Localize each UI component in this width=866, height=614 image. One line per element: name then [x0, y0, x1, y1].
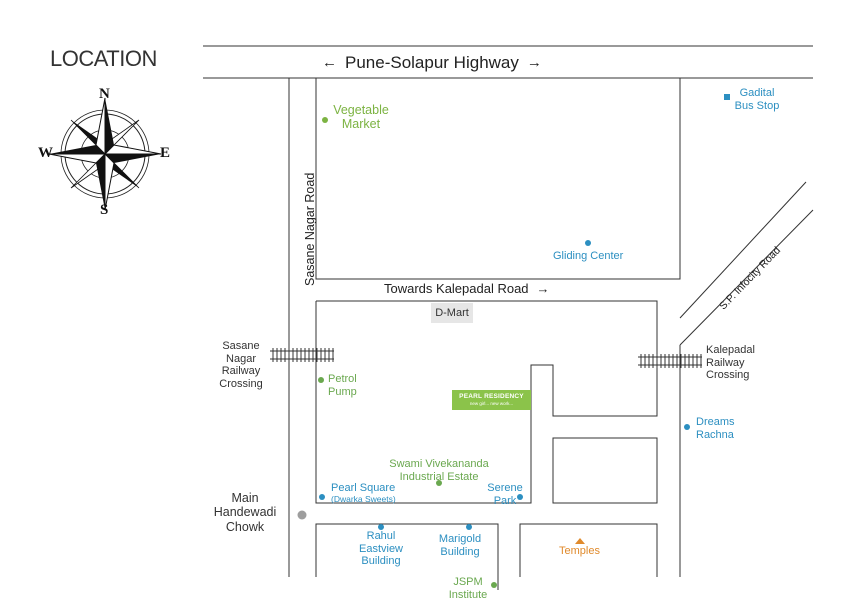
compass-w: W — [38, 145, 53, 161]
rahul-label: Rahul Eastview Building — [358, 530, 404, 568]
arrow-left-icon: ← — [322, 54, 337, 72]
sasane-road-label: Sasane Nagar Road — [303, 172, 317, 286]
dmart-label: D-Mart — [431, 303, 473, 323]
marigold-label: Marigold Building — [438, 533, 482, 558]
railway-track-icon — [638, 354, 702, 368]
handewadi-label: Main Handewadi Chowk — [213, 491, 277, 534]
swami-label: Swami Vivekananda Industrial Estate — [389, 458, 489, 483]
compass-n: N — [99, 86, 110, 102]
compass-e: E — [160, 145, 171, 161]
kalepadal-road-name: Towards Kalepadal Road — [384, 281, 529, 296]
dreams-label: Dreams Rachna — [696, 416, 735, 441]
serene-label: Serene Park — [487, 482, 523, 507]
highway-name: Pune-Solapur Highway — [345, 53, 519, 72]
sasane-crossing-label: Sasane Nagar Railway Crossing — [219, 340, 263, 390]
gadital-label: Gadital Bus Stop — [734, 87, 780, 112]
arrow-right-icon: → — [526, 54, 542, 72]
highway-label: ← Pune-Solapur Highway → — [322, 53, 542, 73]
railway-track-icon — [270, 348, 334, 362]
compass-rose-icon — [48, 97, 162, 211]
kalepadal-road-label: Towards Kalepadal Road → — [384, 281, 550, 297]
compass-s: S — [100, 202, 109, 218]
page-title: LOCATION — [50, 46, 157, 71]
pearl-square-name: Pearl Square — [331, 482, 396, 494]
kalepadal-crossing-label: Kalepadal Railway Crossing — [706, 344, 755, 382]
pearl-square-sub: (Dwarka Sweets) — [331, 493, 396, 504]
gliding-label: Gliding Center — [553, 250, 624, 262]
petrol-label: Petrol Pump — [328, 373, 357, 398]
jspm-label: JSPM Institute — [448, 576, 488, 601]
arrow-right-icon: → — [536, 281, 550, 296]
project-badge: PEARL RESIDENCY new girl... new work... — [452, 390, 531, 410]
vegetable-market-label: Vegetable Market — [333, 103, 389, 132]
project-tagline: new girl... new work... — [469, 401, 514, 406]
temples-label: Temples — [559, 545, 600, 557]
project-name: PEARL RESIDENCY — [459, 393, 524, 400]
pearl-square-label: Pearl Square (Dwarka Sweets) — [331, 482, 396, 504]
